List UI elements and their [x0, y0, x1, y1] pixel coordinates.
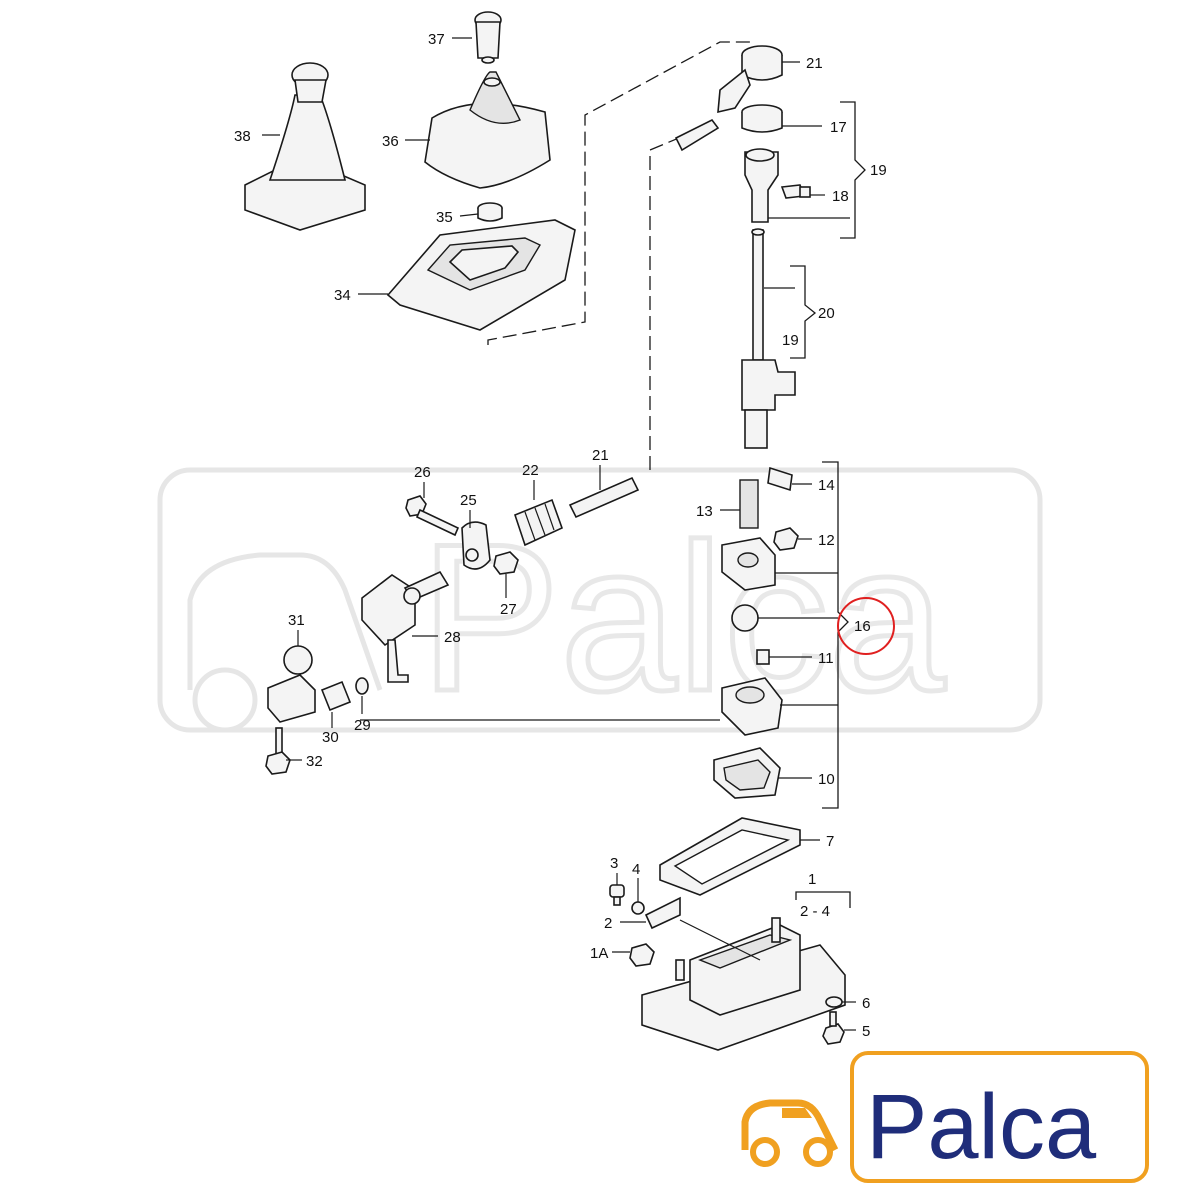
part-32-bolt — [265, 727, 291, 775]
part-31-ball-joint — [267, 645, 316, 723]
part-12-nut — [773, 527, 799, 551]
callout-19-lower: 19 — [782, 332, 799, 349]
part-4-washer — [631, 901, 645, 915]
callout-21-top: 21 — [806, 55, 823, 72]
callout-37: 37 — [428, 31, 445, 48]
part-5-bolt — [822, 1011, 845, 1045]
part-36-boot — [424, 71, 551, 189]
part-29-washer — [355, 677, 369, 695]
part-21-lever-top — [674, 45, 783, 152]
callout-20: 20 — [818, 305, 835, 322]
part-7-gasket — [659, 817, 801, 896]
callout-13: 13 — [696, 503, 713, 520]
callout-10: 10 — [818, 771, 835, 788]
callout-11: 11 — [818, 650, 834, 667]
part-27-nut — [493, 551, 519, 575]
part-1a-nut — [629, 943, 655, 967]
part-1-base — [641, 917, 846, 1051]
watermark: Palca — [157, 467, 1043, 738]
callout-25: 25 — [460, 492, 477, 509]
callout-4: 4 — [632, 861, 640, 878]
callout-35: 35 — [436, 209, 453, 226]
callout-6: 6 — [862, 995, 870, 1012]
part-34-console — [386, 219, 576, 331]
callout-31: 31 — [288, 612, 305, 629]
callout-18: 18 — [832, 188, 849, 205]
part-17-bushing — [741, 104, 783, 133]
part-6-washer — [825, 996, 843, 1008]
part-14-pin — [767, 466, 793, 492]
part-20-shift-rod — [741, 228, 796, 449]
part-3-bolt — [609, 884, 625, 906]
dashed-link-lower — [649, 134, 687, 470]
car-icon — [741, 1099, 839, 1167]
callout-19-upper: 19 — [870, 162, 887, 179]
braces — [790, 101, 866, 908]
callout-34: 34 — [334, 287, 351, 304]
callout-12: 12 — [818, 532, 835, 549]
palca-logo: Palca — [741, 1051, 1149, 1183]
part-19-joint-upper — [744, 148, 811, 223]
callout-30: 30 — [322, 729, 339, 746]
part-26-bolt — [405, 495, 460, 537]
callout-27: 27 — [500, 601, 517, 618]
part-30-bushing — [320, 680, 352, 712]
callout-14: 14 — [818, 477, 835, 494]
logo-text: Palca — [866, 1076, 1097, 1178]
callout-1a: 1A — [590, 945, 608, 962]
callout-38: 38 — [234, 128, 251, 145]
part-35-ring — [477, 202, 503, 222]
part-38-boot — [244, 62, 366, 231]
watermark-text: Palca — [420, 500, 946, 735]
callout-17: 17 — [830, 119, 847, 136]
callout-1: 1 — [808, 871, 816, 888]
callout-labels: 37 38 36 35 34 21 17 19 18 20 19 14 13 1… — [234, 31, 887, 1040]
part-16-housing — [721, 537, 783, 736]
callout-22: 22 — [522, 462, 539, 479]
callout-3: 3 — [610, 855, 618, 872]
part-28-bracket — [361, 570, 450, 683]
callout-7: 7 — [826, 833, 834, 850]
callout-2-4: 2 - 4 — [800, 903, 830, 920]
highlight-circle — [837, 597, 895, 655]
part-13-spring — [739, 479, 759, 529]
callout-29: 29 — [354, 717, 371, 734]
dashed-link-upper — [487, 41, 752, 345]
callout-28: 28 — [444, 629, 461, 646]
leader-lines — [262, 37, 856, 1031]
callout-5: 5 — [862, 1023, 870, 1040]
logo-border — [850, 1051, 1149, 1183]
callout-32: 32 — [306, 753, 323, 770]
callout-21-lower: 21 — [592, 447, 609, 464]
callout-26: 26 — [414, 464, 431, 481]
part-22-bellows — [514, 498, 563, 547]
part-2-bracket — [644, 896, 681, 930]
part-10-plate — [713, 747, 781, 799]
part-25-clamp — [461, 521, 491, 570]
callout-16: 16 — [854, 618, 871, 635]
callout-2: 2 — [604, 915, 612, 932]
part-21-rod-lower — [568, 476, 640, 519]
part-37-knob — [474, 11, 502, 64]
callout-36: 36 — [382, 133, 399, 150]
